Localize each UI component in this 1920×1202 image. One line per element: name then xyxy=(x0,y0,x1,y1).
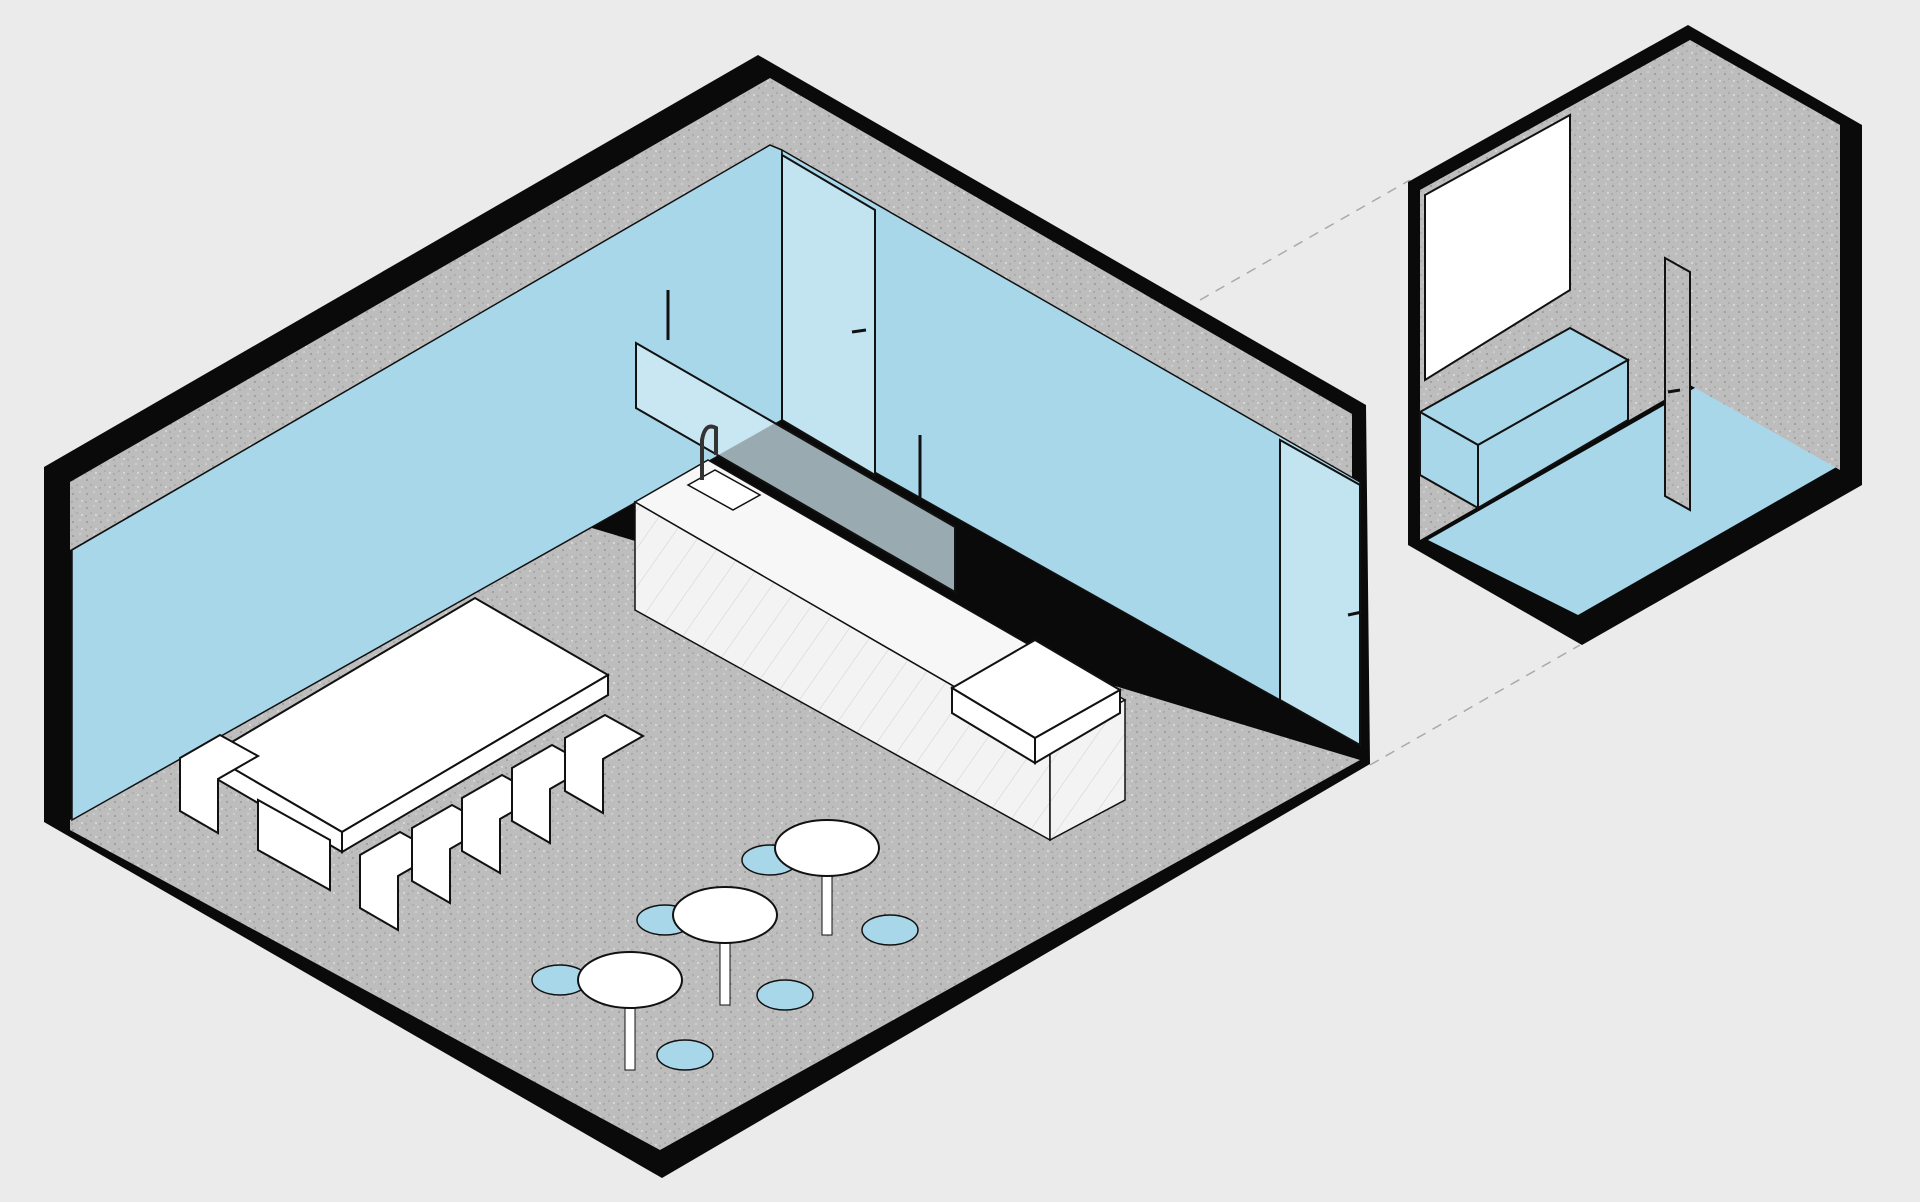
display-case-side xyxy=(1034,688,1121,765)
bathroom-door[interactable] xyxy=(1664,256,1691,512)
dining-table-side xyxy=(341,673,609,854)
bistro-table xyxy=(672,886,778,1006)
dining-table-base xyxy=(257,798,331,892)
bathroom-floor xyxy=(1428,385,1840,615)
kitchen-island xyxy=(633,424,1127,842)
door-handle-icon[interactable] xyxy=(1667,388,1681,394)
blue-stool xyxy=(756,979,814,1011)
glass-door-right[interactable] xyxy=(1279,438,1361,747)
detail-leader-lines xyxy=(1199,179,1581,766)
bistro-table xyxy=(577,951,683,1071)
bistro-table xyxy=(774,819,880,936)
door-handle-icon[interactable] xyxy=(851,328,867,334)
pull-down-faucet-icon xyxy=(700,424,718,480)
blue-stool xyxy=(656,1039,714,1071)
main-room-wall-cap-right xyxy=(770,78,1352,480)
white-stool xyxy=(179,733,261,835)
dining-area xyxy=(179,596,646,932)
island-sink xyxy=(686,469,762,511)
bathroom-detail xyxy=(1408,25,1862,645)
glass-door-back[interactable] xyxy=(781,153,876,477)
white-stools xyxy=(179,713,646,932)
door-handle-icon[interactable] xyxy=(1347,610,1363,617)
white-stool xyxy=(564,713,646,815)
hanging-glass-panel xyxy=(635,341,956,594)
blue-stool xyxy=(861,914,919,946)
mirror xyxy=(1424,113,1571,382)
vanity-side xyxy=(1477,358,1629,510)
main-room-wall-cap-left xyxy=(70,78,770,550)
bistro-area xyxy=(531,819,919,1071)
